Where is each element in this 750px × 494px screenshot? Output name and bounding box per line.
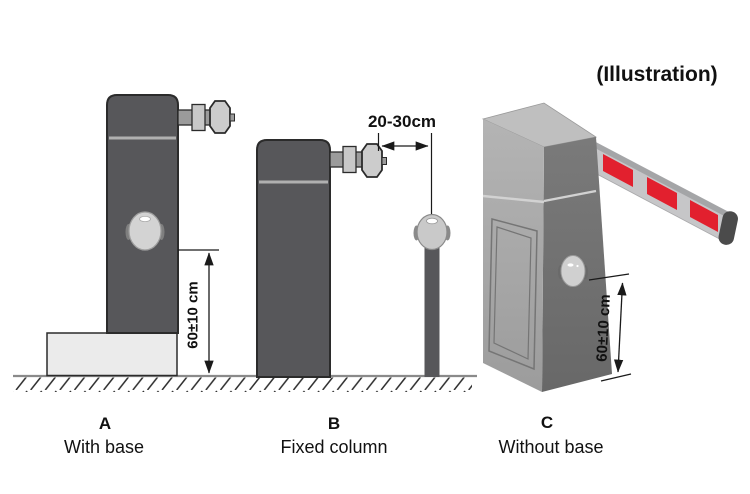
cabinet-door-inner: [493, 226, 532, 360]
boom-stripe-3: [690, 200, 718, 232]
cap-body: [416, 213, 448, 251]
boom-endcap: [718, 211, 738, 245]
option-b-figure: 20-30cm: [256, 112, 451, 378]
mounting-base: [46, 332, 178, 377]
boom-top-bevel: [593, 141, 729, 219]
lock-slot: [567, 263, 574, 267]
post-body: [424, 240, 440, 377]
connector-collar: [342, 145, 357, 174]
option-b-letter: B: [328, 414, 340, 433]
option-a-figure: 60±10 cm: [46, 94, 235, 377]
ground: [13, 374, 477, 392]
height-dimension-c: 60±10 cm: [588, 273, 632, 382]
boom-stripe-2: [647, 177, 677, 210]
cap-slot: [426, 217, 438, 225]
figure-labels: A With base B Fixed column C Without bas…: [64, 413, 604, 457]
connector-nub: [381, 157, 387, 165]
cabinet-seam-left: [482, 194, 545, 204]
cabinet-door-outer: [488, 218, 538, 371]
shaft-connector-b: [329, 143, 387, 178]
shaft-connector-a: [177, 100, 235, 134]
keylock-c: [557, 255, 589, 287]
illustration-note: (Illustration): [596, 63, 717, 86]
cabinet-seam-right: [543, 189, 597, 203]
barrier-column-b: [256, 139, 331, 378]
connector-knob: [209, 100, 231, 134]
option-b-caption: Fixed column: [280, 437, 387, 457]
lock-body: [128, 211, 162, 251]
dimension-tick-top: [588, 273, 630, 281]
gap-dimension-b: 20-30cm: [368, 112, 436, 214]
height-dimension-a: 60±10 cm: [178, 249, 219, 374]
gate-cabinet: [481, 102, 612, 392]
post-cap: [413, 213, 451, 251]
connector-collar: [191, 103, 206, 132]
dimension-a-value: 60±10 cm: [184, 281, 201, 348]
ground-hatching: [13, 377, 472, 392]
option-c-figure: 60±10 cm: [481, 102, 738, 392]
boom-stripe-1: [603, 154, 633, 187]
option-c-letter: C: [541, 413, 553, 432]
fixed-column-post: [413, 213, 451, 377]
connector-nub: [229, 113, 235, 122]
dimension-arrow: [613, 282, 627, 373]
dimension-c-value: 60±10 cm: [593, 294, 614, 362]
lock-slot: [139, 215, 151, 222]
option-a-caption: With base: [64, 437, 144, 457]
gap-value: 20-30cm: [368, 112, 436, 131]
option-c-caption: Without base: [498, 437, 603, 457]
lock-body: [560, 255, 586, 287]
lock-pin: [576, 264, 579, 268]
boom-arm: [592, 140, 738, 245]
keylock-a: [125, 211, 165, 251]
option-a-letter: A: [99, 414, 111, 433]
dimension-tick-bottom: [600, 373, 632, 382]
